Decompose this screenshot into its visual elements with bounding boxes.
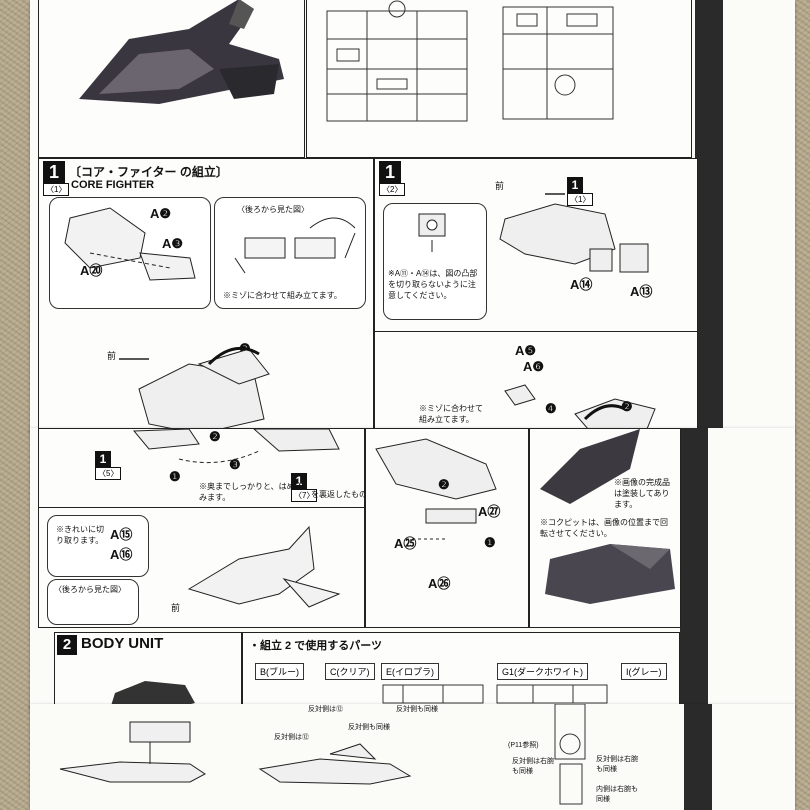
- mid-arrow-1: ❶: [484, 535, 496, 550]
- parts-heading: ・組立 2 で使用するパーツ: [249, 640, 383, 652]
- step-number: 1: [43, 161, 65, 183]
- fighter-assembly-drawing: [119, 346, 270, 432]
- parts-drawing: [64, 207, 196, 281]
- arrow-2: ❷: [209, 429, 221, 444]
- mid-arrow-2: ❷: [438, 477, 450, 492]
- substep-label-2: 〈2〉: [379, 183, 406, 196]
- note-same-2: 反対側も同様: [396, 706, 438, 713]
- part-label-a15: A⑮: [110, 527, 133, 542]
- completed-model-panel: [38, 0, 305, 158]
- body-unit-photo: [110, 681, 195, 710]
- front-label-2: 前: [495, 181, 505, 191]
- body-unit-header: 2 BODY UNIT: [54, 632, 242, 710]
- part-label-a5: A❺: [515, 343, 537, 358]
- part-detail-drawing: [418, 213, 446, 252]
- runner-i: I(グレー): [621, 663, 667, 680]
- part-label-a13: A⑬: [630, 284, 653, 299]
- flip-note: を裏返したもの: [311, 490, 367, 499]
- runner-b: B(ブルー): [255, 663, 304, 680]
- runner-drawings: [326, 0, 614, 122]
- note-opposite-2: 反対側は⑫: [308, 706, 343, 713]
- page-edge-band-3: [684, 704, 712, 810]
- part-label-a6: A❻: [523, 359, 545, 374]
- manual-page-top: 1 〔コア・ファイター の組立〕 〈1〉 CORE FIGHTER A❷ A❸ …: [30, 0, 795, 432]
- runner-panel: [306, 0, 692, 158]
- note-right-arm-1: 反対側は右腕も同様: [512, 758, 554, 775]
- ref-step-5: 1: [95, 451, 111, 467]
- arrow-number-2b: ❷: [621, 399, 633, 414]
- part-label-a20: A⑳: [80, 263, 103, 278]
- note-opposite-1: 反対側は⑫: [274, 734, 309, 741]
- caution-note: ※A⑪・A⑭は、図の凸部を切り取らないように注意してください。: [388, 269, 478, 300]
- ref-sub-5: 〈5〉: [95, 467, 122, 480]
- parts-list-panel: ・組立 2 で使用するパーツ B(ブルー) C(クリア) E(イロプラ) G1(…: [242, 632, 680, 710]
- body-unit-drawings: [59, 704, 586, 805]
- ref-sub-7: 〈7〉: [291, 489, 318, 502]
- groove-note: ※ミゾに合わせて組み立てます。: [223, 291, 342, 300]
- rear-view-label: 〈後ろから見た図〉: [237, 205, 309, 214]
- note-same-1: 反対側も同様: [348, 724, 390, 731]
- push-note: ※奥までしっかりと、はめ込みます。: [199, 482, 303, 502]
- part-label-a27: A㉗: [478, 504, 501, 519]
- cockpit-note: ※コクピットは、画像の位置まで回転させてください。: [540, 518, 668, 538]
- arrow-3: ❸: [229, 457, 241, 472]
- core-fighter-photo: [79, 0, 284, 104]
- runner-g1: G1(ダークホワイト): [497, 663, 589, 680]
- part-label-a16: A⑯: [110, 547, 133, 562]
- part-label-a25: A㉕: [394, 536, 417, 551]
- rear-view-drawing: [234, 217, 356, 274]
- note-right-arm-2: 反対側は右腕も同様: [596, 756, 638, 773]
- rear-view-subpanel-2: 〈後ろから見た図〉: [47, 579, 139, 625]
- clean-cut-note: ※きれいに切り取ります。: [56, 525, 104, 545]
- cockpit-photo: [540, 429, 675, 604]
- trim-subpanel: ※きれいに切り取ります。 A⑮ A⑯: [47, 515, 149, 577]
- runner-e: E(イロプラ): [381, 663, 439, 680]
- rear-view-label-2: 〈後ろから見た図〉: [54, 585, 126, 594]
- arrow-1: ❶: [169, 469, 181, 484]
- part-label-a3: A❸: [162, 236, 184, 251]
- ref-substep: 〈1〉: [567, 193, 594, 206]
- rear-view-subpanel: 〈後ろから見た図〉 ※ミゾに合わせて組み立てます。: [214, 197, 366, 309]
- step-subtitle: CORE FIGHTER: [71, 179, 155, 191]
- runner-parts-drawing: [382, 684, 608, 704]
- paint-note: ※画像の完成品は塗装してあります。: [614, 478, 670, 509]
- step1-core-fighter-panel: 1 〔コア・ファイター の組立〕 〈1〉 CORE FIGHTER A❷ A❸ …: [38, 158, 374, 432]
- front-label: 前: [107, 351, 117, 361]
- note-right-arm-3: 内側は右腕も同様: [596, 786, 638, 803]
- section-title: BODY UNIT: [81, 635, 164, 652]
- caution-subpanel: ※A⑪・A⑭は、図の凸部を切り取らないように注意してください。: [383, 203, 487, 320]
- step-number-2: 1: [379, 161, 401, 183]
- part-label-a26: A㉖: [428, 576, 451, 591]
- landing-gear-panel: ❷ A㉕ A㉗ A㉖ ❶: [365, 428, 529, 628]
- page-ref-note: (P11参照): [508, 742, 539, 749]
- page-edge-band-2: [680, 428, 708, 710]
- part-label-a14: A⑭: [570, 277, 593, 292]
- front-label-3: 前: [171, 603, 181, 613]
- landing-gear-drawing: [375, 438, 497, 540]
- body-assembly-drawing: [499, 193, 649, 273]
- page-edge-band: [695, 0, 723, 432]
- runner-c: C(クリア): [325, 663, 375, 680]
- part-label-a2: A❷: [150, 206, 172, 221]
- manual-page-middle: 1 〈5〉 1 〈7〉 を裏返したもの ※奥までしっかりと、はめ込みます。 ❶ …: [30, 428, 795, 710]
- groove-note-2: ※ミゾに合わせて組み立てます。: [419, 404, 483, 424]
- ref-step-7: 1: [291, 473, 307, 489]
- bottom-assembly-drawing: [375, 331, 697, 432]
- arrow-number-4: ❹: [545, 401, 557, 416]
- cockpit-panel: ※画像の完成品は塗装してあります。 ※コクピットは、画像の位置まで回転させてくだ…: [529, 428, 681, 628]
- step-heading: 〔コア・ファイター の組立〕: [69, 165, 228, 179]
- parts-subpanel: A❷ A❸ A⑳: [49, 197, 211, 309]
- ref-step-number: 1: [567, 177, 583, 193]
- step1-final-panel: 1 〈5〉 1 〈7〉 を裏返したもの ※奥までしっかりと、はめ込みます。 ❶ …: [38, 428, 367, 628]
- step1-sub2-panel: 1 〈2〉 前 1 〈1〉 ※A⑪・A⑭は、図の凸部を切り取らないように注意して…: [374, 158, 698, 432]
- section-number: 2: [57, 635, 77, 655]
- substep-label: 〈1〉: [43, 183, 70, 196]
- manual-page-bottom: 反対側は⑫ 反対側も同様 反対側は⑫ 反対側も同様 (P11参照) 反対側は右腕…: [30, 704, 795, 810]
- fighter-join-drawing: [39, 428, 364, 608]
